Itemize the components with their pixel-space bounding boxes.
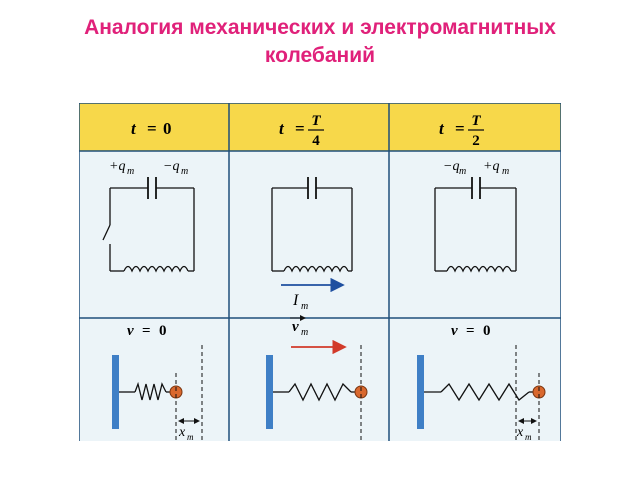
velocity-label: v — [292, 319, 299, 335]
slide-title: Аналогия механических и электромагнитных… — [0, 14, 640, 70]
current-label-sub: m — [301, 301, 308, 312]
table-background — [79, 103, 561, 441]
velocity-zero-eq: = — [466, 323, 475, 339]
header-t0-eq: = — [147, 119, 157, 138]
charge-right-label: −q — [163, 159, 179, 174]
header-t1-den: 4 — [312, 133, 320, 149]
charge-left-sub: m — [459, 166, 466, 177]
spring-compressed — [134, 381, 167, 401]
inductor-coil — [283, 265, 349, 273]
analogy-diagram: t = 0 t = T 4 t = T 2 +q m −q m — [79, 103, 561, 441]
spring-stretched — [440, 382, 530, 402]
header-t1-eq: = — [295, 119, 305, 138]
velocity-zero-val: 0 — [159, 323, 167, 339]
amplitude-sub: m — [187, 432, 194, 441]
current-label: I — [292, 292, 299, 309]
wall — [266, 355, 273, 429]
charge-left-sub: m — [127, 166, 134, 177]
charge-right-sub: m — [181, 166, 188, 177]
amplitude-label: x — [516, 425, 524, 440]
oscillator-t-half: v = 0 x m — [417, 323, 546, 441]
header-t0-var: t — [131, 119, 137, 138]
title-line-2: колебаний — [264, 44, 376, 67]
circuit-t-half-labels: −q m +q m — [443, 159, 509, 177]
header-t1-var: t — [279, 119, 285, 138]
header-t1-num: T — [311, 113, 321, 129]
charge-left-label: −q — [443, 159, 459, 174]
charge-right-label: +q — [483, 159, 499, 174]
header-row-background — [79, 103, 561, 151]
header-t-half: t = T 2 — [439, 113, 484, 149]
velocity-label-sub: m — [301, 327, 308, 338]
oscillator-t0: v = 0 x m — [112, 323, 203, 441]
amplitude-sub: m — [525, 432, 532, 441]
velocity-zero-var: v — [127, 323, 134, 339]
header-t2-var: t — [439, 119, 445, 138]
wall — [112, 355, 119, 429]
circuit-t-quarter — [271, 177, 353, 273]
header-t2-den: 2 — [472, 133, 480, 149]
analogy-table: t = 0 t = T 4 t = T 2 +q m −q m — [79, 103, 561, 441]
charge-right-sub: m — [502, 166, 509, 177]
amplitude-label: x — [178, 425, 186, 440]
velocity-zero-eq: = — [142, 323, 151, 339]
wall — [417, 355, 424, 429]
circuit-t0-labels: +q m −q m — [109, 159, 188, 177]
header-t2-eq: = — [455, 119, 465, 138]
circuit-t0 — [102, 177, 195, 273]
switch-open — [102, 224, 111, 241]
charge-left-label: +q — [109, 159, 125, 174]
oscillator-t-quarter: v m — [266, 315, 368, 441]
inductor-coil — [123, 265, 189, 273]
circuit-t-half — [434, 177, 517, 273]
title-line-1: Аналогия механических и электромагнитных — [84, 16, 556, 39]
velocity-zero-val: 0 — [483, 323, 491, 339]
header-t0: t = 0 — [131, 119, 172, 138]
header-t0-value: 0 — [163, 119, 172, 138]
spring-equilibrium — [288, 382, 352, 402]
table-grid — [79, 103, 561, 441]
header-t2-num: T — [471, 113, 481, 129]
header-t-quarter: t = T 4 — [279, 113, 324, 149]
velocity-zero-var: v — [451, 323, 458, 339]
inductor-coil — [446, 265, 512, 273]
